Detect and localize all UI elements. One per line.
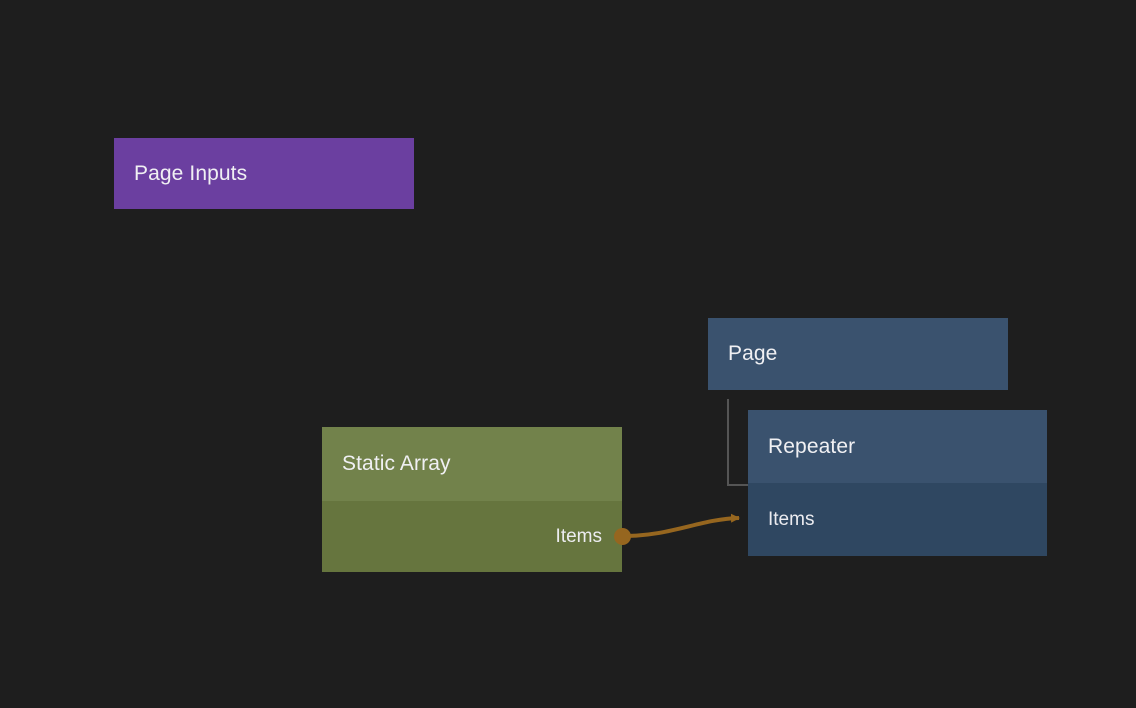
node-static-array[interactable]: Static Array Items (322, 427, 622, 572)
node-repeater[interactable]: Repeater Items (748, 410, 1047, 556)
port-dot-static-array-items[interactable] (614, 528, 631, 545)
edge-page-to-repeater (727, 399, 750, 486)
node-page-inputs-title: Page Inputs (114, 138, 414, 209)
node-page-inputs[interactable]: Page Inputs (114, 138, 414, 209)
node-static-array-port-items-label: Items (555, 525, 602, 547)
node-page[interactable]: Page (708, 318, 1008, 390)
node-page-title: Page (708, 318, 1008, 390)
node-static-array-title: Static Array (322, 427, 622, 501)
node-repeater-port-items[interactable]: Items (748, 483, 1047, 556)
node-repeater-title: Repeater (748, 410, 1047, 483)
edge-static-array-to-repeater (623, 513, 740, 538)
node-repeater-port-items-label: Items (768, 508, 815, 530)
node-static-array-port-items[interactable]: Items (322, 501, 622, 572)
